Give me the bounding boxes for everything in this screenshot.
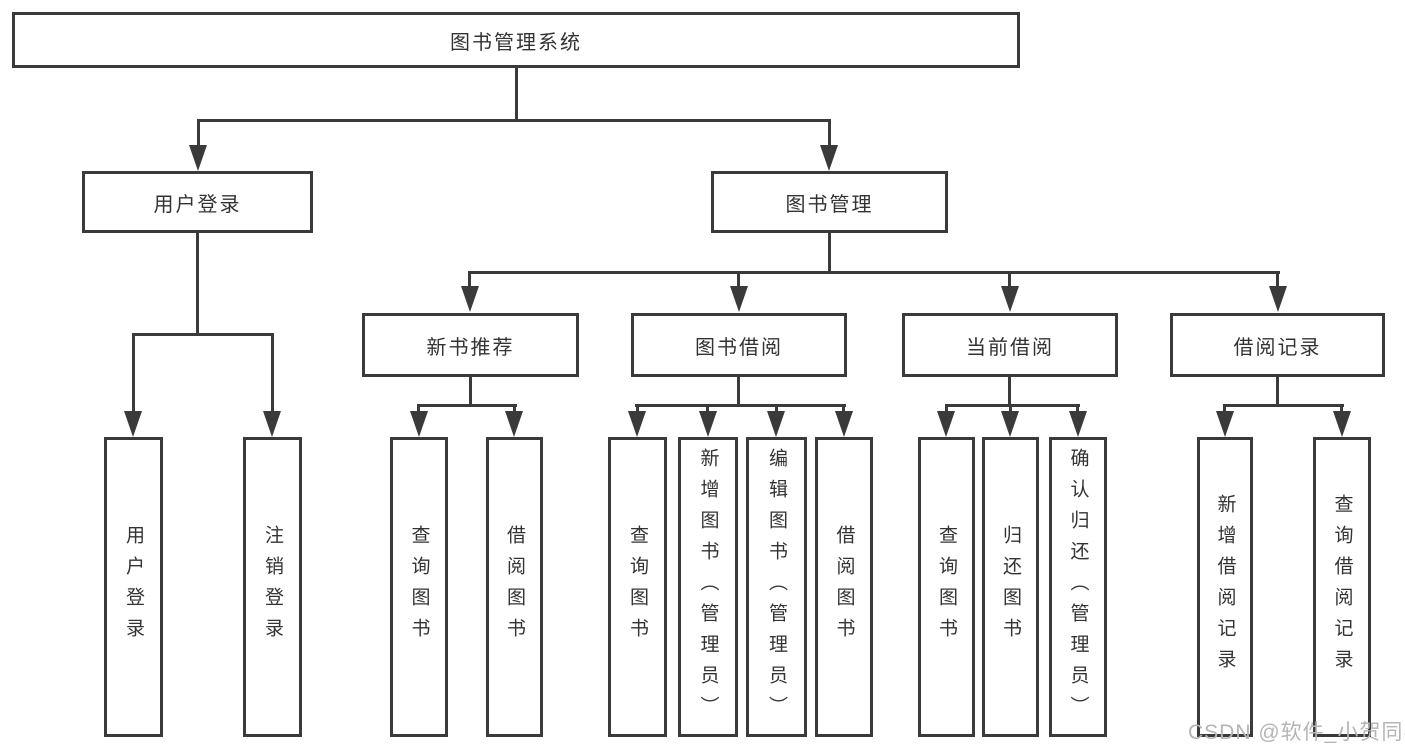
arrowhead-down-icon — [628, 411, 646, 437]
node-current-borrowing: 当前借阅 — [902, 313, 1118, 377]
connector-line — [197, 119, 831, 122]
node-book-management-system: 图书管理系统 — [12, 12, 1020, 68]
arrowhead-down-icon — [730, 286, 748, 312]
arrowhead-down-icon — [820, 145, 838, 171]
leaf-user-login: 用户登录 — [104, 437, 163, 737]
node-label: 借阅记录 — [1233, 336, 1322, 359]
connector-line — [1340, 404, 1343, 413]
leaf-label: 查询图书 — [408, 525, 430, 649]
connector-line — [1008, 271, 1011, 288]
arrowhead-down-icon — [263, 411, 281, 437]
connector-line — [737, 377, 740, 407]
arrowhead-down-icon — [1216, 411, 1234, 437]
arrowhead-down-icon — [189, 145, 207, 171]
arrowhead-down-icon — [410, 411, 428, 437]
node-label: 图书管理系统 — [450, 31, 582, 54]
arrowhead-down-icon — [767, 411, 785, 437]
arrowhead-down-icon — [1001, 286, 1019, 312]
connector-line — [417, 404, 517, 407]
leaf-label: 编辑图书（管理员） — [766, 447, 787, 727]
leaf-label: 查询借阅记录 — [1331, 494, 1353, 680]
leaf-add-book-admin: 新增图书（管理员） — [678, 437, 738, 737]
connector-line — [706, 404, 709, 413]
arrowhead-down-icon — [1001, 411, 1019, 437]
leaf-query-books-recommend: 查询图书 — [390, 437, 448, 737]
leaf-borrow-books-recommend: 借阅图书 — [486, 437, 543, 737]
connector-line — [197, 119, 200, 146]
connector-line — [271, 333, 274, 413]
leaf-label: 注销登录 — [262, 525, 283, 649]
arrowhead-down-icon — [461, 286, 479, 312]
leaf-label: 借阅图书 — [504, 525, 525, 649]
csdn-watermark: CSDN @软件_小贺同学 — [1188, 721, 1405, 744]
connector-line — [842, 404, 845, 413]
connector-line — [1008, 377, 1011, 407]
connector-line — [828, 119, 831, 146]
connector-line — [468, 271, 1280, 274]
connector-line — [945, 404, 948, 413]
connector-line — [132, 333, 135, 413]
node-label: 图书借阅 — [695, 336, 783, 359]
node-borrowing-records: 借阅记录 — [1170, 313, 1385, 377]
arrowhead-down-icon — [937, 411, 955, 437]
leaf-return-book: 归还图书 — [982, 437, 1039, 737]
node-label: 当前借阅 — [966, 336, 1054, 359]
arrowhead-down-icon — [505, 411, 523, 437]
leaf-label: 新增图书（管理员） — [697, 447, 719, 727]
arrowhead-down-icon — [1333, 411, 1351, 437]
node-label: 图书管理 — [785, 193, 874, 216]
connector-line — [945, 404, 1080, 407]
connector-line — [468, 271, 471, 288]
leaf-label: 查询图书 — [627, 525, 648, 649]
leaf-label: 归还图书 — [1000, 525, 1021, 649]
node-user-login: 用户登录 — [82, 171, 313, 233]
arrowhead-down-icon — [835, 411, 853, 437]
connector-line — [132, 333, 274, 336]
leaf-edit-book-admin: 编辑图书（管理员） — [746, 437, 807, 737]
leaf-label: 借阅图书 — [833, 525, 855, 649]
leaf-label: 查询图书 — [936, 525, 957, 649]
connector-line — [1276, 377, 1279, 407]
arrowhead-down-icon — [1269, 286, 1287, 312]
leaf-confirm-return-admin: 确认归还（管理员） — [1049, 437, 1107, 737]
node-new-book-recommendation: 新书推荐 — [362, 313, 579, 377]
leaf-query-borrow-record: 查询借阅记录 — [1313, 437, 1371, 737]
node-label: 新书推荐 — [426, 336, 515, 359]
arrowhead-down-icon — [699, 411, 717, 437]
leaf-query-books-current: 查询图书 — [918, 437, 975, 737]
connector-line — [515, 68, 518, 121]
connector-line — [469, 377, 472, 407]
leaf-label: 确认归还（管理员） — [1067, 447, 1089, 727]
connector-line — [417, 404, 420, 413]
connector-line — [1076, 404, 1079, 413]
leaf-label: 用户登录 — [123, 525, 144, 649]
connector-line — [737, 271, 740, 288]
connector-line — [1009, 404, 1012, 413]
connector-line — [1223, 404, 1344, 407]
node-label: 用户登录 — [153, 193, 242, 216]
connector-line — [196, 233, 199, 335]
connector-line — [635, 404, 846, 407]
connector-line — [775, 404, 778, 413]
connector-line — [828, 233, 831, 273]
node-book-management: 图书管理 — [711, 171, 948, 233]
leaf-logout: 注销登录 — [243, 437, 302, 737]
connector-line — [1223, 404, 1226, 413]
connector-line — [513, 404, 516, 413]
leaf-add-borrow-record: 新增借阅记录 — [1197, 437, 1253, 737]
node-book-borrowing: 图书借阅 — [631, 313, 847, 377]
connector-line — [636, 404, 639, 413]
leaf-label: 新增借阅记录 — [1214, 494, 1236, 680]
arrowhead-down-icon — [124, 411, 142, 437]
leaf-borrow-books: 借阅图书 — [815, 437, 873, 737]
arrowhead-down-icon — [1069, 411, 1087, 437]
leaf-query-books-borrowing: 查询图书 — [608, 437, 667, 737]
connector-line — [1276, 271, 1279, 288]
